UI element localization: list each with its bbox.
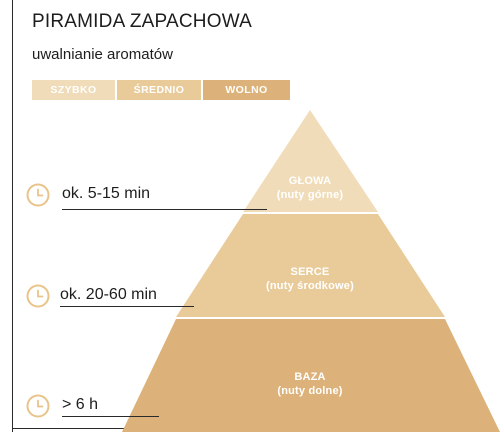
top-layer-name: GŁOWA (288, 175, 332, 187)
speed-medium: ŚREDNIO (117, 80, 201, 100)
frame-border-left (12, 0, 13, 432)
timing-top-leader (62, 209, 267, 210)
clock-icon (26, 183, 50, 207)
speed-slow: WOLNO (203, 80, 290, 100)
timing-base-label: > 6 h (62, 396, 99, 413)
middle-layer-name: SERCE (290, 266, 330, 278)
page-subtitle: uwalnianie aromatów (32, 46, 173, 63)
clock-icon (26, 284, 50, 308)
base-layer-name: BAZA (294, 371, 326, 383)
base-layer-sub: (nuty dolne) (277, 385, 343, 397)
top-layer-sub: (nuty górne) (276, 189, 344, 201)
clock-icon (26, 394, 50, 418)
pyramid-top-layer (243, 110, 378, 212)
page-title: PIRAMIDA ZAPACHOWA (32, 11, 253, 32)
frame-border-bottom (12, 428, 124, 429)
timing-middle-leader (60, 306, 194, 307)
timing-row-base: > 6 h (26, 394, 226, 422)
release-speed-legend: SZYBKO ŚREDNIO WOLNO (32, 80, 290, 100)
timing-base-leader (62, 416, 159, 417)
middle-layer-sub: (nuty środkowe) (266, 280, 354, 292)
pyramid-middle-layer (176, 214, 445, 317)
pyramid-middle-label: SERCE (nuty środkowe) (240, 265, 380, 293)
speed-fast: SZYBKO (32, 80, 115, 100)
timing-top-label: ok. 5-15 min (62, 185, 151, 202)
timing-middle-label: ok. 20-60 min (60, 286, 157, 303)
pyramid-base-label: BAZA (nuty dolne) (240, 370, 380, 398)
pyramid-base-layer (122, 319, 500, 432)
pyramid-top-label: GŁOWA (nuty górne) (258, 174, 362, 202)
timing-row-middle: ok. 20-60 min (26, 284, 386, 312)
timing-row-top: ok. 5-15 min (26, 183, 386, 211)
